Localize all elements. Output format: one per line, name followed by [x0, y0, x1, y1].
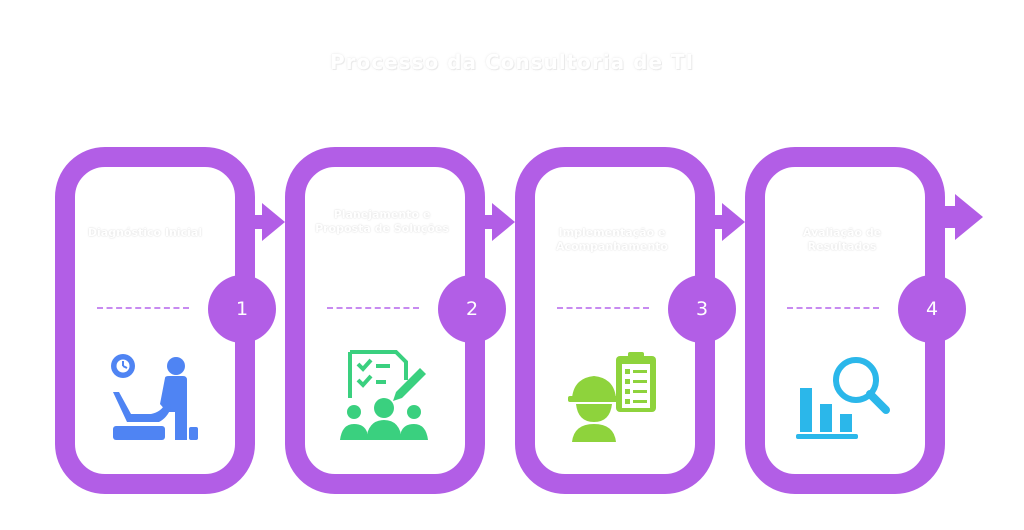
diagram-title: Processo da Consultoria de TI	[329, 50, 695, 74]
step-label: Avaliação de Resultados	[802, 226, 882, 253]
engineer-checklist-icon	[568, 352, 656, 442]
step-label: Planejamento e Proposta de Soluções	[315, 208, 449, 235]
arrow-connector	[245, 203, 285, 241]
arrow-connector	[475, 203, 515, 241]
step-number-badge: 2	[438, 275, 506, 343]
step-label: Implementação e Acompanhamento	[555, 226, 668, 253]
step-label: Diagnóstico Inicial	[87, 226, 203, 239]
step-number-badge: 4	[898, 275, 966, 343]
consultation-icon	[111, 354, 198, 440]
step-number-badge: 1	[208, 275, 276, 343]
planning-team-icon	[340, 350, 428, 440]
arrow-connector	[705, 203, 745, 241]
divider-line	[327, 307, 419, 309]
divider-line	[787, 307, 879, 309]
divider-line	[97, 307, 189, 309]
divider-line	[557, 307, 649, 309]
step-number-badge: 3	[668, 275, 736, 343]
analytics-search-icon	[796, 357, 890, 439]
arrow-end	[935, 194, 983, 240]
